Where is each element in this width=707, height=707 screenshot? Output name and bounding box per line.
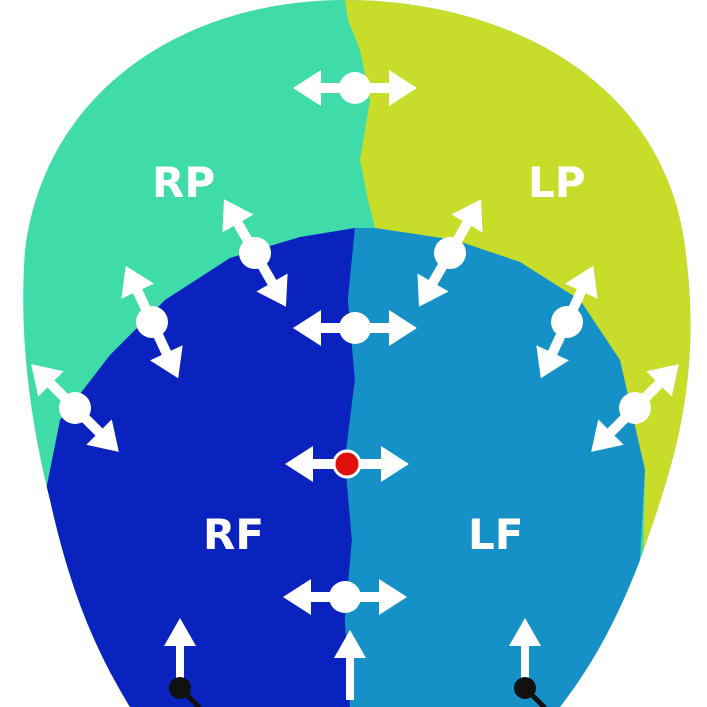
arrow-group <box>31 70 679 615</box>
electrode-center <box>334 630 366 700</box>
arrow-rp-outer <box>121 265 183 379</box>
arrow-left-side <box>591 364 679 452</box>
arrow-center-marker <box>285 446 409 482</box>
label-lf: LF <box>468 510 523 559</box>
region-lf <box>345 228 645 707</box>
label-rf: RF <box>203 510 264 559</box>
arrow-lp-outer <box>536 265 598 379</box>
label-rp: RP <box>152 158 215 207</box>
arrow-lp-inner <box>417 199 483 307</box>
arrow-right-side <box>31 364 119 452</box>
electrode-group <box>164 618 547 707</box>
electrode-left <box>509 618 547 707</box>
arrow-rp-inner <box>222 199 288 307</box>
region-rf <box>23 228 355 707</box>
region-lp <box>345 0 691 707</box>
arrow-top-center <box>293 70 417 106</box>
electrode-right <box>164 618 202 707</box>
arrow-mid-upper <box>293 310 417 346</box>
label-lp: LP <box>528 158 586 207</box>
arrow-mid-lower <box>283 579 407 615</box>
